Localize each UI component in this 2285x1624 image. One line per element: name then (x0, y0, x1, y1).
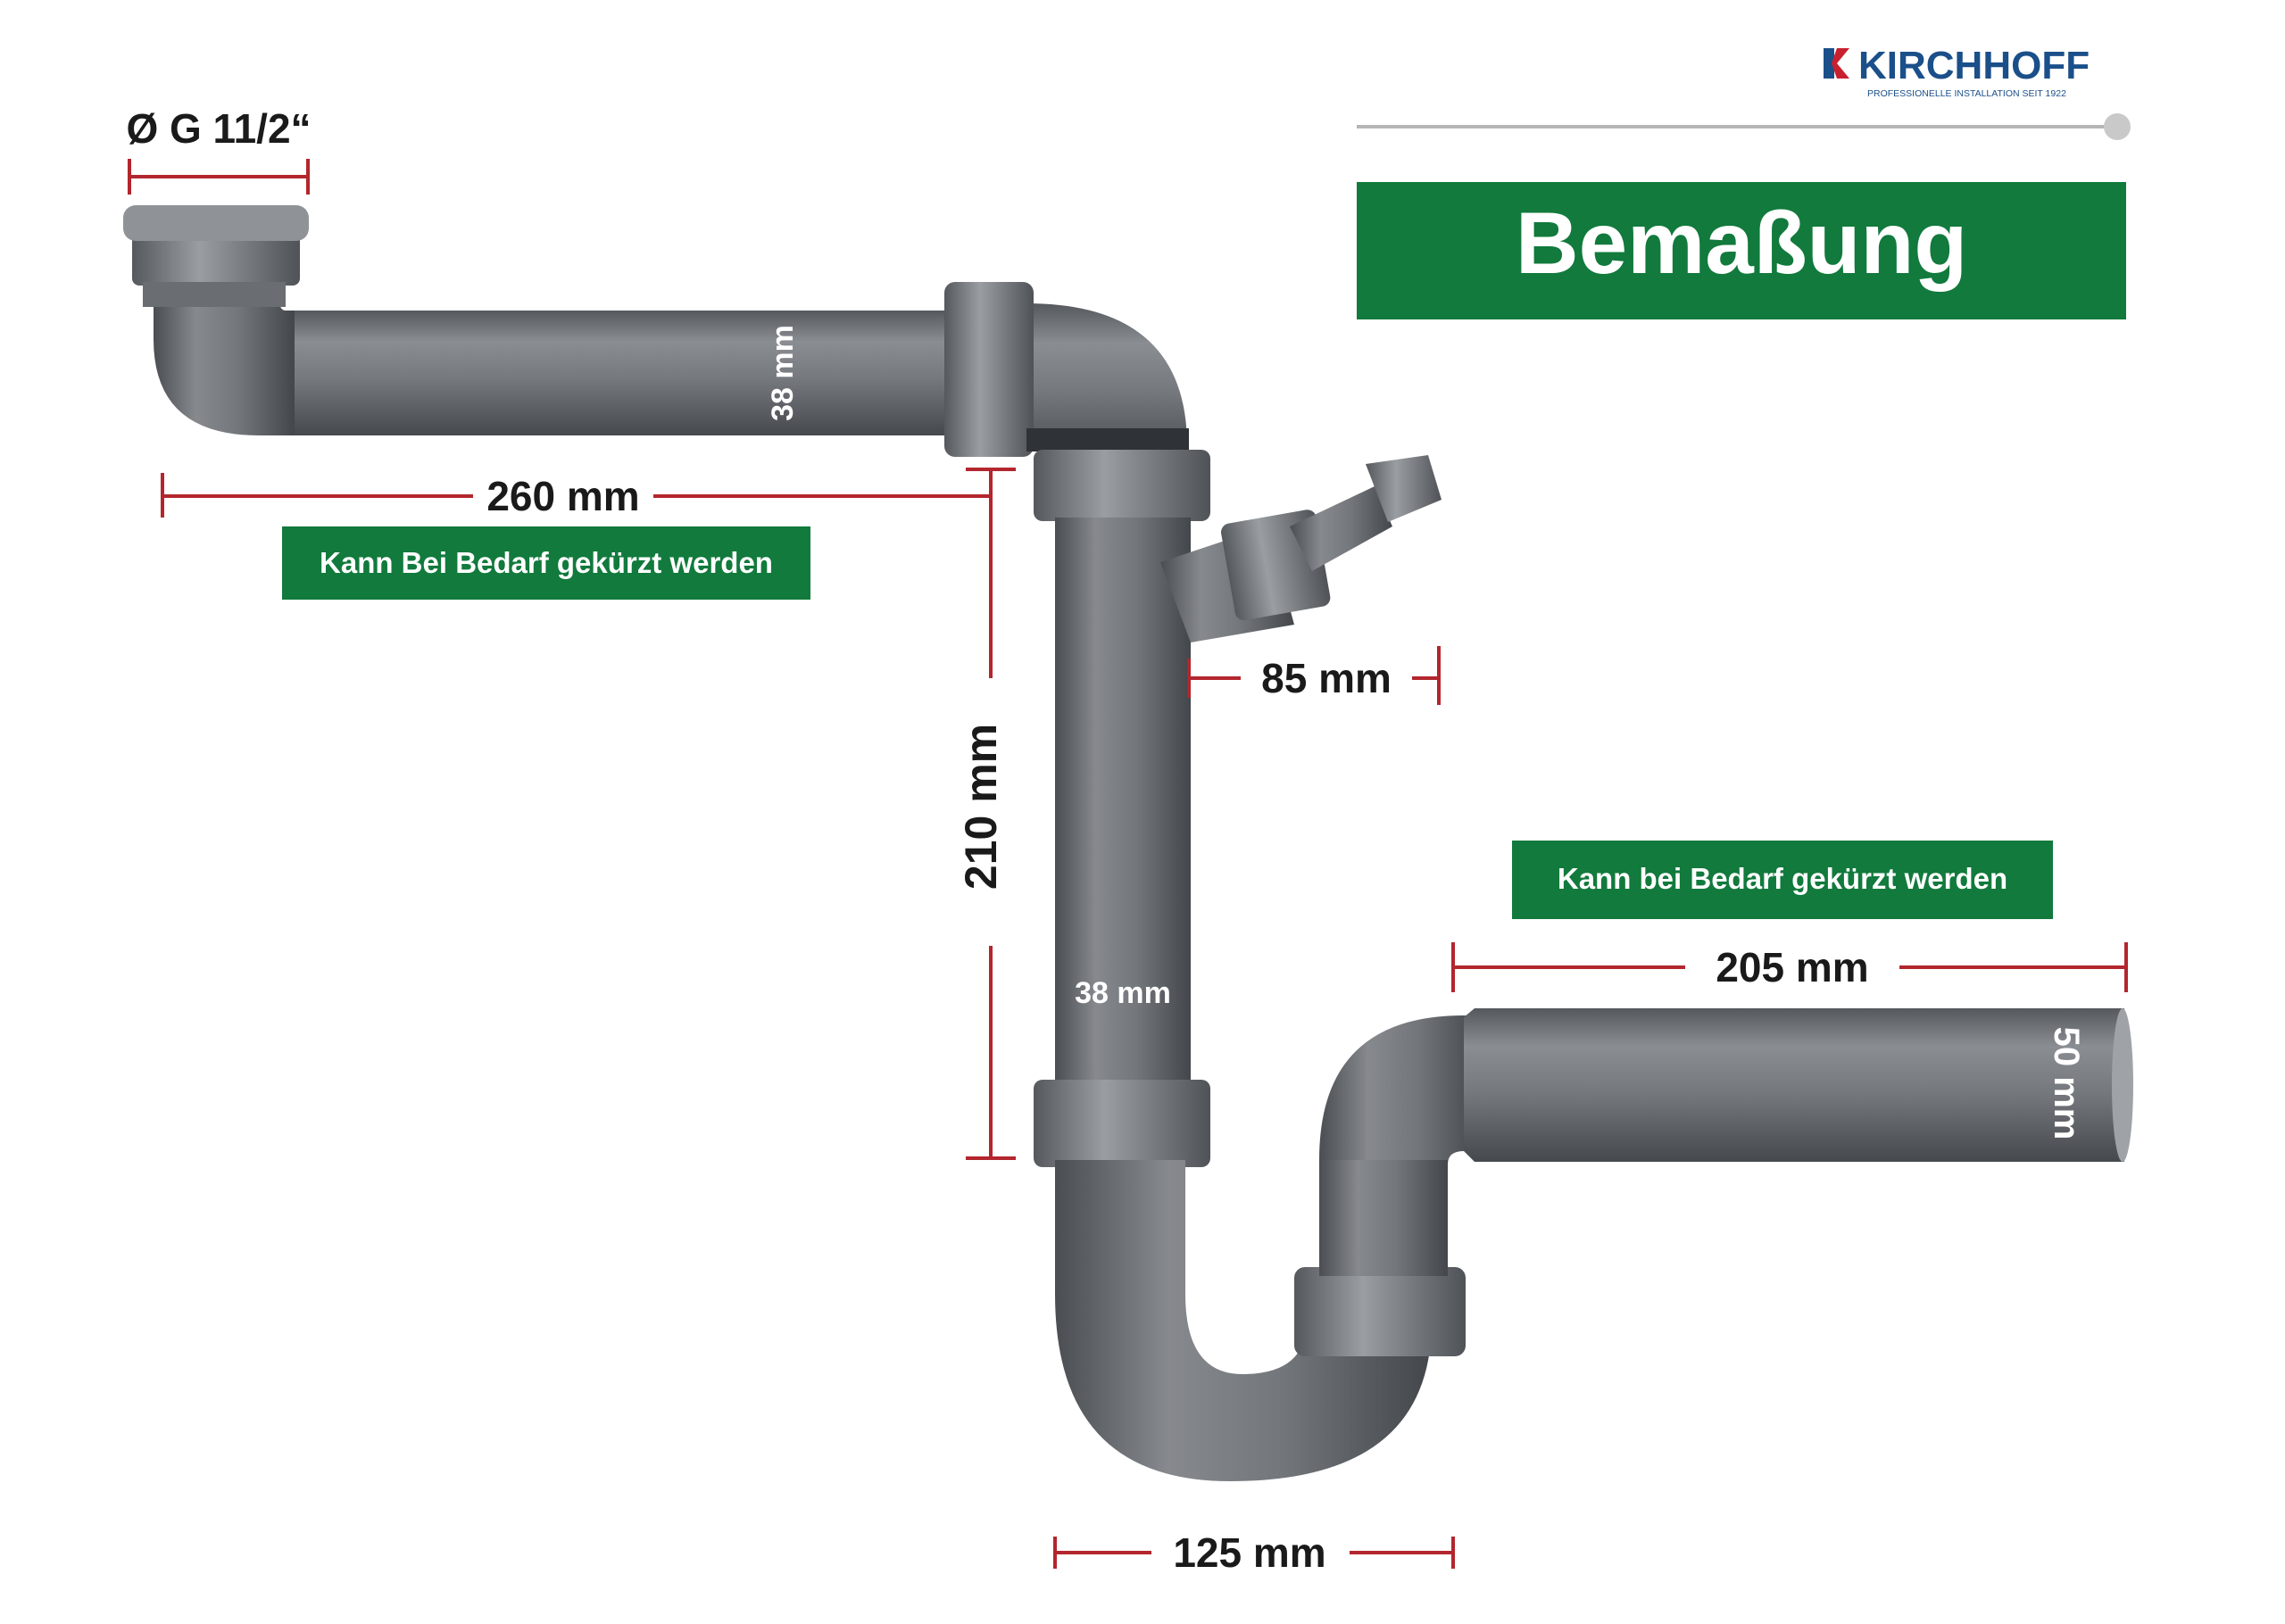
side-outlet-label: 85 mm (1261, 655, 1392, 701)
top-left-elbow (154, 284, 295, 435)
trap-riser (1319, 1160, 1448, 1276)
dimension-lines (128, 159, 2128, 1569)
brand-tagline: PROFESSIONELLE INSTALLATION SEIT 1922 (1867, 88, 2066, 99)
top-right-elbow (1026, 303, 1187, 464)
top-pipe (287, 311, 950, 435)
logo-mark-red (1832, 48, 1849, 79)
right-note-badge (1512, 841, 2053, 919)
brand-name: KIRCHHOFF (1858, 44, 2090, 87)
top-pipe-diameter-label: 38 mm (766, 325, 800, 421)
top-coupling (944, 282, 1034, 457)
outlet-pipe-end (2112, 1008, 2133, 1162)
inlet-cap-rim (123, 205, 309, 241)
thread-size-label: Ø G 11/2“ (126, 105, 311, 152)
inlet-cap-neck (143, 282, 286, 307)
top-length-label: 260 mm (486, 473, 639, 519)
vertical-pipe (1055, 518, 1191, 1106)
top-note-badge (282, 526, 810, 600)
logo-mark-blue (1824, 48, 1834, 79)
inlet-cap (132, 230, 300, 286)
hose-connector (1290, 486, 1392, 571)
elbow-gasket (1026, 428, 1189, 452)
page-title: Bemaßung (1516, 194, 1967, 292)
u-trap (1055, 1160, 1432, 1481)
vertical-pipe-diameter-label: 38 mm (1075, 976, 1171, 1010)
trap-ring (1294, 1267, 1466, 1356)
top-note-text: Kann Bei Bedarf gekürzt werden (320, 546, 773, 579)
hose-connector-tip (1366, 455, 1442, 522)
brand-logo: KIRCHHOFF PROFESSIONELLE INSTALLATION SE… (1824, 44, 2090, 99)
vertical-length-label: 210 mm (956, 724, 1006, 890)
outlet-length-label: 205 mm (1716, 944, 1868, 990)
outlet-pipe (1464, 1008, 2124, 1162)
header-rule-dot (2104, 113, 2131, 140)
trap-width-label: 125 mm (1173, 1529, 1325, 1576)
lower-ring (1034, 1080, 1210, 1167)
right-note-text: Kann bei Bedarf gekürzt werden (1558, 862, 2007, 895)
siphon-illustration (123, 205, 2133, 1481)
outlet-pipe-diameter-label: 50 mm (2047, 1027, 2086, 1140)
upper-ring (1034, 450, 1210, 521)
title-banner (1357, 182, 2126, 319)
outlet-elbow (1319, 1015, 1482, 1164)
